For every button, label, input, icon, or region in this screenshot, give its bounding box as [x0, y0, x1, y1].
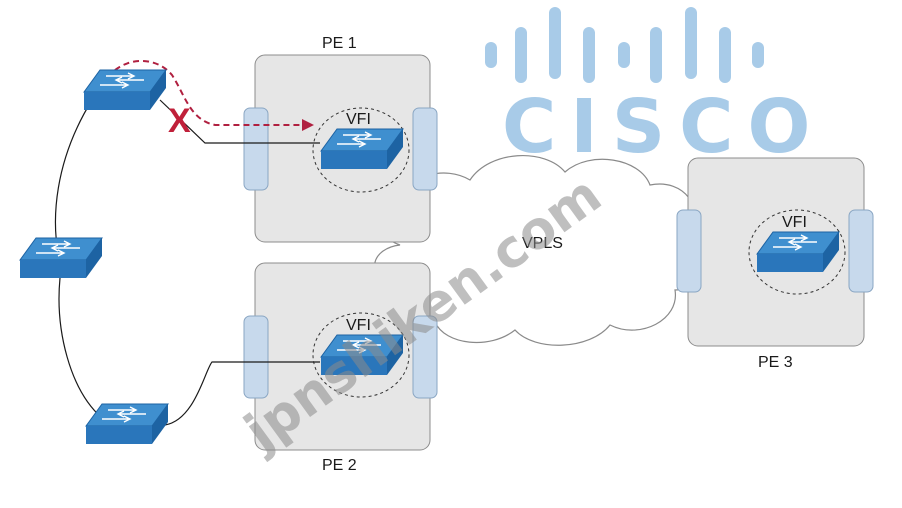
- pe3-attachment-interface: [848, 209, 874, 293]
- pe3-label: PE 3: [758, 354, 793, 371]
- ce-links: [54, 99, 320, 426]
- redirect-path: [114, 59, 314, 131]
- link-bottom-pe2: [164, 361, 320, 426]
- pe2-router: VFI: [243, 262, 438, 451]
- pe1-label: PE 1: [322, 35, 357, 52]
- pe3-core-interface: [676, 209, 702, 293]
- pe2-core-interface: [412, 315, 438, 399]
- pe1-attachment-interface: [243, 107, 269, 191]
- pe1-vfi-circle: [312, 107, 410, 193]
- pe3-vfi-circle: [748, 209, 846, 295]
- pe1-vfi-label: VFI: [346, 111, 371, 128]
- pe1-router: VFI: [243, 54, 438, 243]
- pe2-label: PE 2: [322, 457, 357, 474]
- cisco-logo: CISCO: [485, 7, 824, 170]
- ce-switch-bottom-icon: [85, 403, 169, 445]
- cisco-logo-text: CISCO: [502, 84, 824, 170]
- pe1-vfi-switch-icon: [320, 128, 404, 170]
- ce-switch-middle-icon: [19, 237, 103, 279]
- pe2-vfi-label: VFI: [346, 317, 371, 334]
- redirect-arrowhead: [302, 119, 314, 131]
- link-top-pe1: [159, 99, 320, 144]
- link-failure-mark: X: [168, 102, 191, 140]
- ce-switch-top-icon: [83, 69, 167, 111]
- pe2-vfi-circle: [312, 312, 410, 398]
- cisco-logo-bars: [485, 7, 764, 83]
- link-middle-bottom: [58, 277, 103, 419]
- pe3-vfi-label: VFI: [782, 214, 807, 231]
- vpls-label: VPLS: [522, 235, 563, 252]
- pe2-attachment-interface: [243, 315, 269, 399]
- pe3-router: VFI: [676, 157, 874, 347]
- pe3-vfi-switch-icon: [756, 231, 840, 273]
- pe1-core-interface: [412, 107, 438, 191]
